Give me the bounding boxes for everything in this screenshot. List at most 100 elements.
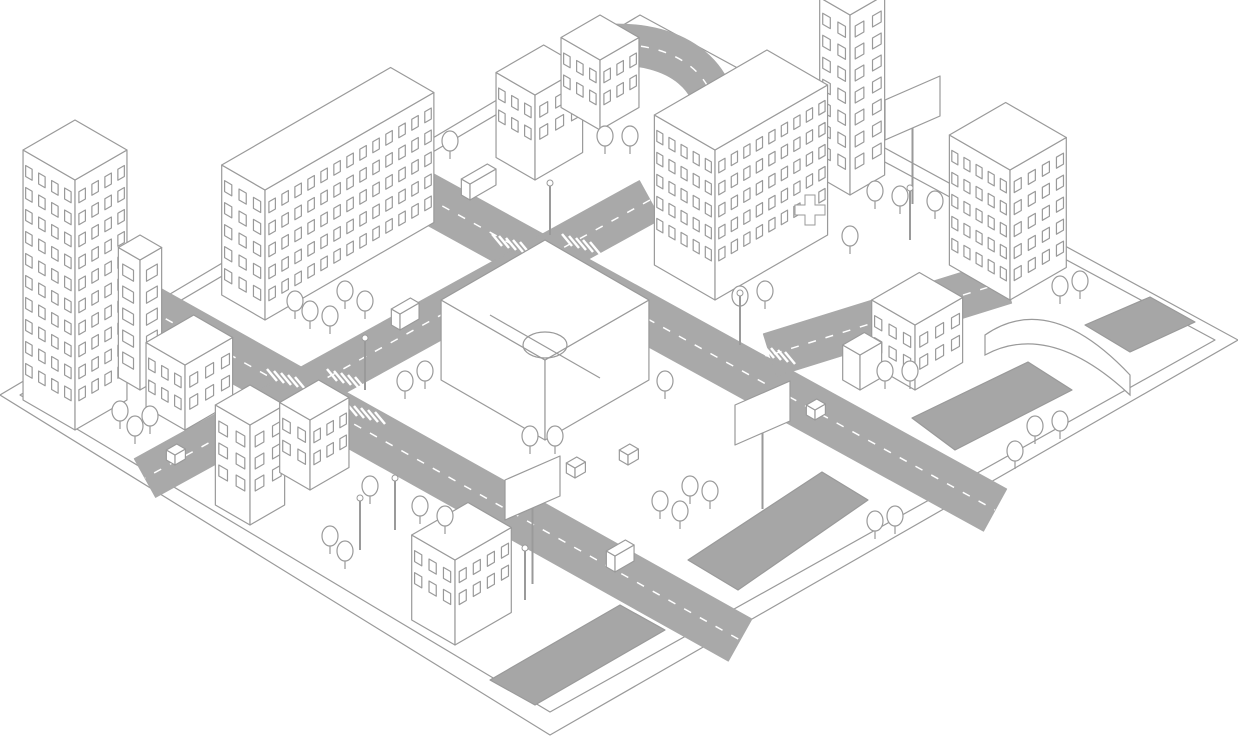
office-building-window — [346, 196, 354, 213]
hospital-window — [730, 194, 739, 211]
hospital-window — [755, 157, 764, 174]
right-building-window — [951, 193, 959, 210]
tower-left-window — [117, 186, 125, 203]
tower-top-right-window — [854, 20, 865, 38]
hospital-window — [680, 187, 688, 204]
tower-left-window — [91, 201, 99, 218]
tower-top-right-window — [837, 153, 847, 170]
crosswalk-stripe — [498, 235, 510, 249]
tower-left-window — [78, 319, 86, 336]
hospital-window — [755, 201, 764, 218]
tower-top-right-window — [837, 131, 847, 148]
tree-icon — [876, 360, 894, 382]
office-building-window — [411, 136, 419, 153]
tree-icon — [336, 280, 354, 302]
tree-icon — [621, 125, 639, 147]
right-building-window — [999, 265, 1007, 282]
building-bottom-window — [458, 566, 467, 584]
hospital-window — [692, 238, 700, 255]
office-building-window — [398, 122, 406, 139]
office-building-window — [268, 197, 276, 214]
tower-top-right-roof — [822, 0, 878, 16]
tower-left-roof — [22, 119, 128, 181]
crosswalk-stripe — [354, 376, 366, 390]
office-building-window — [333, 247, 341, 264]
top-building-b-window — [589, 89, 597, 106]
tower-left-window — [38, 260, 46, 277]
office-building-window — [307, 174, 315, 191]
hospital-window — [818, 187, 826, 204]
building-bottom-left-window — [235, 474, 246, 492]
water-channel — [489, 604, 666, 706]
tower-left-annex-window — [122, 329, 135, 348]
lamp-head — [356, 494, 364, 502]
building-bottom-left-roof — [214, 384, 286, 426]
small-building-right-window — [950, 312, 961, 330]
office-building-window — [294, 204, 302, 221]
tower-left-window — [91, 179, 99, 196]
tower-left-window — [104, 194, 112, 211]
tower-top-right-window — [822, 34, 831, 52]
right-building-window — [1055, 174, 1065, 191]
office-building-window — [307, 262, 315, 279]
small-building-left-window — [189, 393, 199, 410]
tree-icon — [1051, 410, 1069, 432]
tree-icon — [301, 300, 319, 322]
office-building-window — [359, 232, 367, 249]
hospital-window — [668, 136, 676, 153]
hospital-window — [718, 201, 726, 218]
tower-left-window — [51, 333, 59, 350]
tower-left-window — [78, 385, 86, 402]
tower-left-window — [64, 385, 72, 402]
crosswalk-stripe — [568, 235, 580, 249]
office-building-window — [223, 180, 233, 197]
hospital-window — [818, 165, 826, 182]
office-building-window — [411, 180, 419, 197]
small-building-left-window — [148, 357, 156, 374]
office-building-window — [424, 151, 432, 168]
office-building-window — [268, 285, 276, 302]
small-building-right-window — [873, 315, 883, 332]
hospital-window — [718, 157, 726, 174]
top-building-b-window — [616, 81, 624, 98]
small-building-left-window — [205, 361, 215, 379]
hospital-window — [768, 150, 776, 167]
hospital-window — [743, 187, 751, 203]
tree-icon — [441, 130, 459, 152]
tower-left-window — [51, 201, 59, 218]
building-bottom-left-window — [254, 474, 265, 492]
tree-icon — [336, 540, 354, 562]
hospital-window — [704, 157, 712, 174]
tree-icon — [416, 360, 434, 382]
tower-top-right-window — [871, 98, 882, 116]
hospital-window — [768, 216, 776, 233]
office-building-window — [281, 255, 289, 272]
building-bottom-window — [428, 580, 437, 597]
tower-left-window — [25, 274, 33, 291]
office-building-window — [333, 159, 341, 176]
tower-left-window — [38, 238, 46, 255]
right-building-window — [999, 243, 1007, 260]
hospital-window — [704, 201, 712, 218]
stadium-center-circle — [522, 331, 568, 359]
office-building-window — [294, 226, 302, 243]
tower-left-window — [64, 363, 72, 380]
tree-icon — [891, 185, 909, 207]
building-bottom-left-b-window — [339, 434, 347, 451]
right-building-window — [1055, 240, 1065, 257]
right-building-window — [963, 222, 971, 239]
tower-left-window — [64, 187, 72, 204]
hospital-window — [768, 172, 776, 189]
small-building-left-window — [174, 394, 182, 411]
tree-icon — [671, 500, 689, 522]
tree-icon — [596, 125, 614, 147]
crosswalk-stripe — [294, 376, 306, 390]
cross-road-right-center-dash — [769, 281, 1006, 356]
tower-left-window — [91, 223, 99, 240]
office-building-window — [238, 188, 247, 205]
hospital-window — [668, 180, 676, 197]
tower-left-window — [38, 326, 46, 343]
crosswalk-stripe — [353, 405, 365, 419]
main-road-upper-center-dash — [394, 179, 996, 511]
tower-left-window — [51, 179, 59, 196]
